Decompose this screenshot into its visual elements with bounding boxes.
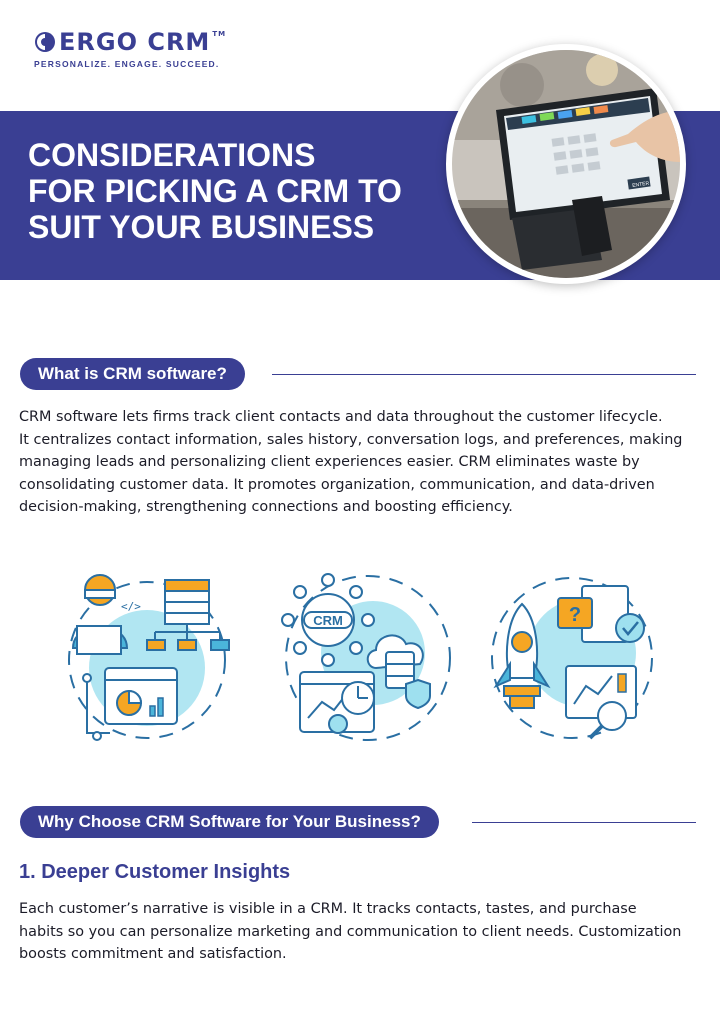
section-divider	[272, 374, 696, 375]
subheading-customer-insights: 1. Deeper Customer Insights	[19, 861, 291, 883]
user-analytics-illustration: </>	[68, 574, 230, 741]
paragraph-line: decision-making, strengthening connectio…	[19, 499, 513, 515]
section-divider	[472, 822, 696, 823]
hero-photo: ENTER	[446, 44, 686, 284]
photo-enter-key: ENTER	[632, 181, 650, 189]
customer-insights-paragraph: Each customer’s narrative is visible in …	[19, 898, 719, 966]
section-heading-why-choose-crm: Why Choose CRM Software for Your Busines…	[20, 806, 439, 838]
paragraph-line: consolidating customer data. It promotes…	[19, 476, 655, 493]
paragraph-line: Each customer’s narrative is visible in …	[19, 901, 637, 917]
paragraph-line: It centralizes contact information, sale…	[19, 431, 683, 448]
what-is-crm-paragraph: CRM software lets firms track client con…	[19, 406, 719, 519]
banner-title-line-2: FOR PICKING A CRM TO	[28, 173, 402, 209]
growth-insights-illustration: ?	[491, 577, 653, 740]
logo-mark-icon	[35, 32, 55, 52]
banner-title-line-3: SUIT YOUR BUSINESS	[28, 209, 375, 245]
logo-trademark: TM	[212, 29, 227, 38]
logo-text: ERGO CRM	[59, 28, 211, 56]
logo-tagline: PERSONALIZE. ENGAGE. SUCCEED.	[34, 59, 220, 69]
paragraph-line: boosts commitment and satisfaction.	[19, 946, 287, 962]
code-symbol: </>	[121, 600, 141, 613]
pos-terminal-image: ENTER	[452, 50, 680, 278]
section-why-choose-crm: Why Choose CRM Software for Your Busines…	[20, 806, 696, 838]
banner-title-line-1: CONSIDERATIONS	[28, 137, 316, 173]
banner-title: CONSIDERATIONS FOR PICKING A CRM TO SUIT…	[28, 137, 402, 245]
section-heading-what-is-crm: What is CRM software?	[20, 358, 245, 390]
section-what-is-crm: What is CRM software?	[20, 358, 696, 390]
crm-badge-text: CRM	[313, 613, 343, 628]
crm-cloud-illustration: CRM	[281, 573, 451, 741]
paragraph-line: CRM software lets firms track client con…	[19, 409, 663, 425]
question-mark: ?	[569, 604, 581, 626]
paragraph-line: managing leads and personalizing client …	[19, 454, 640, 470]
paragraph-line: habits so you can personalize marketing …	[19, 923, 682, 940]
